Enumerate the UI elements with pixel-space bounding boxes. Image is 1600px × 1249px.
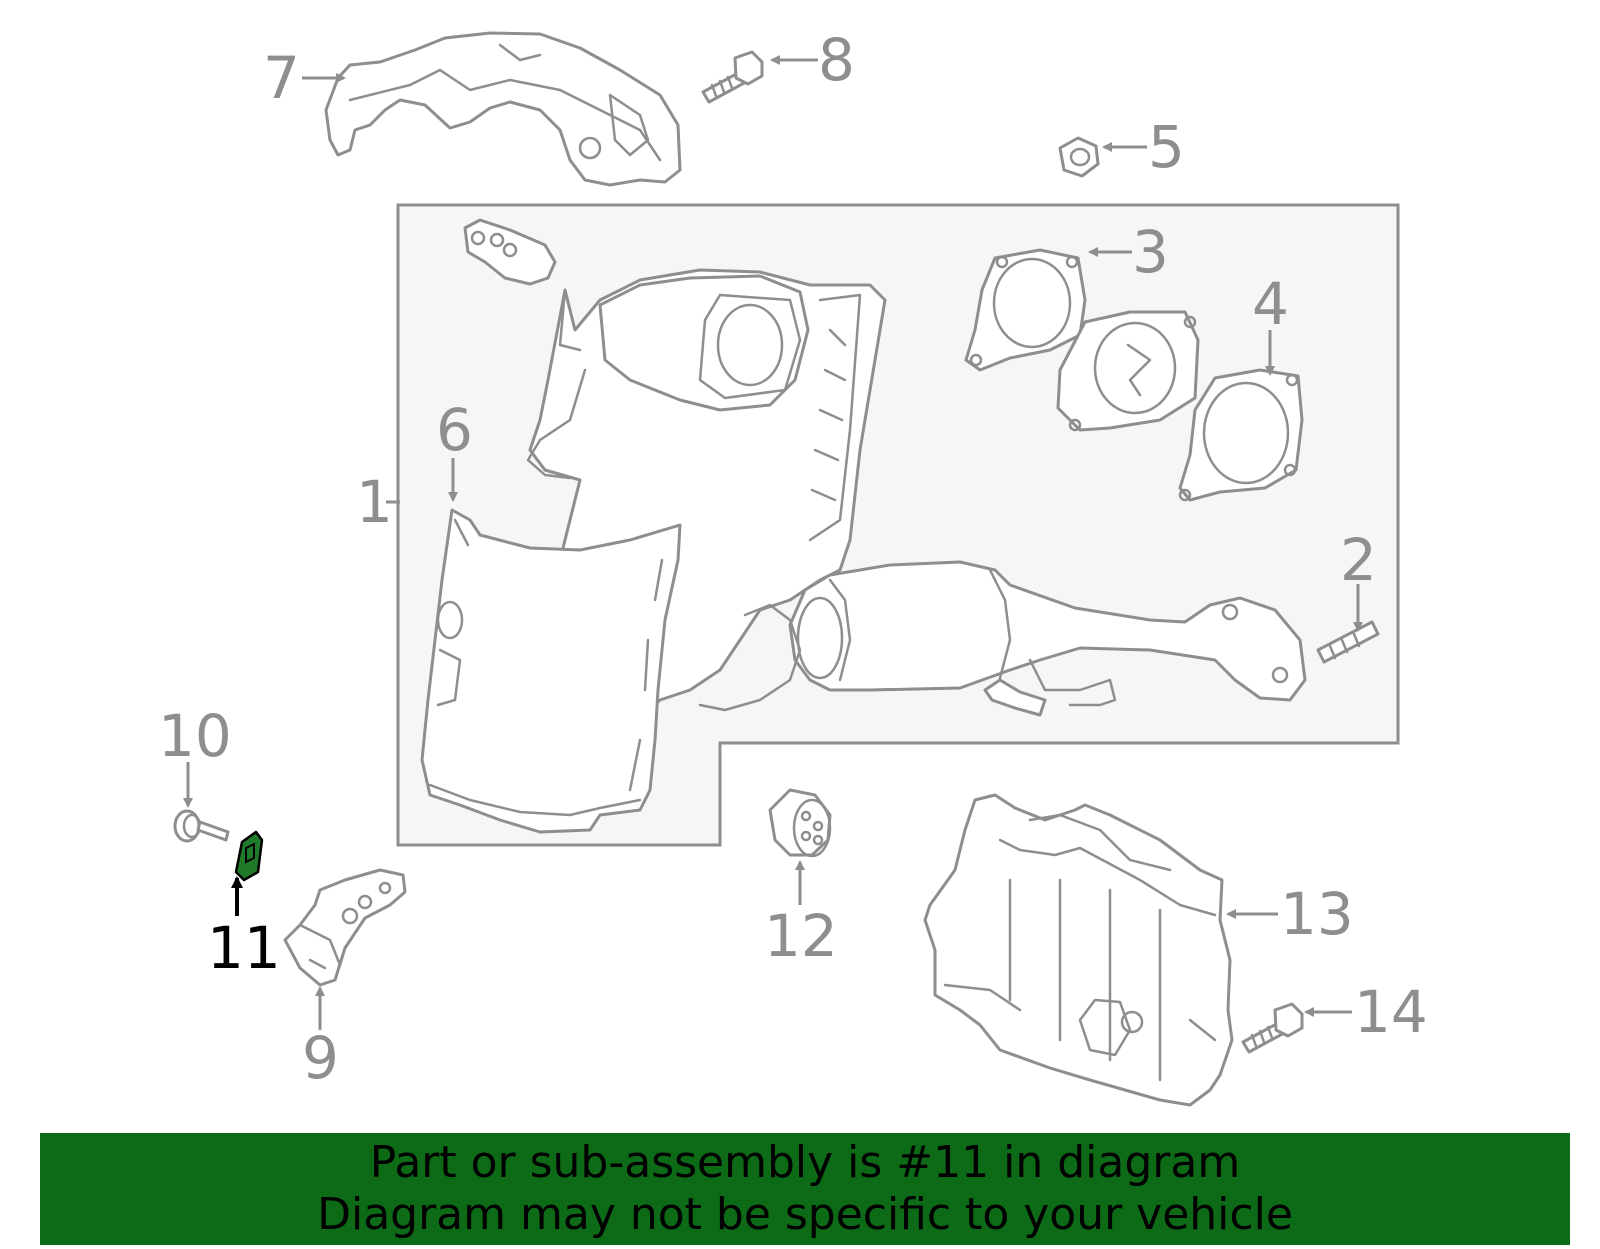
assembly-exhaust-pipe[interactable] <box>698 560 1307 717</box>
callout-number-11: 11 <box>207 914 281 982</box>
part-4-gasket[interactable] <box>1178 368 1304 502</box>
callout-number-6: 6 <box>436 396 473 464</box>
callout-number-5: 5 <box>1148 113 1185 181</box>
callout-number-9: 9 <box>302 1024 339 1092</box>
assembly-flange-ring[interactable] <box>1056 310 1200 432</box>
part-11-clip-highlighted[interactable] <box>234 830 264 882</box>
part-8-bolt[interactable] <box>701 50 764 104</box>
callout-number-10: 10 <box>158 702 232 770</box>
part-5-nut[interactable] <box>1058 136 1100 178</box>
part-12-grommet[interactable] <box>768 788 832 858</box>
part-10-bolt[interactable] <box>173 809 230 843</box>
part-7-heat-shield[interactable] <box>324 31 682 187</box>
part-6-heat-shield[interactable] <box>420 508 682 834</box>
part-9-bracket[interactable] <box>283 868 407 987</box>
assembly-bracket-top[interactable] <box>463 218 557 286</box>
banner-line-part-number: Part or sub-assembly is #11 in diagram <box>369 1137 1241 1188</box>
banner-line-disclaimer: Diagram may not be specific to your vehi… <box>317 1189 1293 1240</box>
callout-number-12: 12 <box>764 902 838 970</box>
part-13-under-cover[interactable] <box>923 793 1234 1107</box>
callout-number-14: 14 <box>1354 978 1428 1046</box>
callout-number-2: 2 <box>1340 526 1377 594</box>
part-info-banner: Part or sub-assembly is #11 in diagram D… <box>40 1133 1570 1245</box>
callout-number-7: 7 <box>263 44 300 112</box>
callout-number-4: 4 <box>1252 270 1289 338</box>
callout-number-1: 1 <box>356 468 393 536</box>
part-14-bolt[interactable] <box>1241 1002 1304 1054</box>
callout-number-8: 8 <box>818 26 855 94</box>
callout-number-3: 3 <box>1132 218 1169 286</box>
part-3-gasket[interactable] <box>964 248 1087 372</box>
callout-number-13: 13 <box>1280 880 1354 948</box>
